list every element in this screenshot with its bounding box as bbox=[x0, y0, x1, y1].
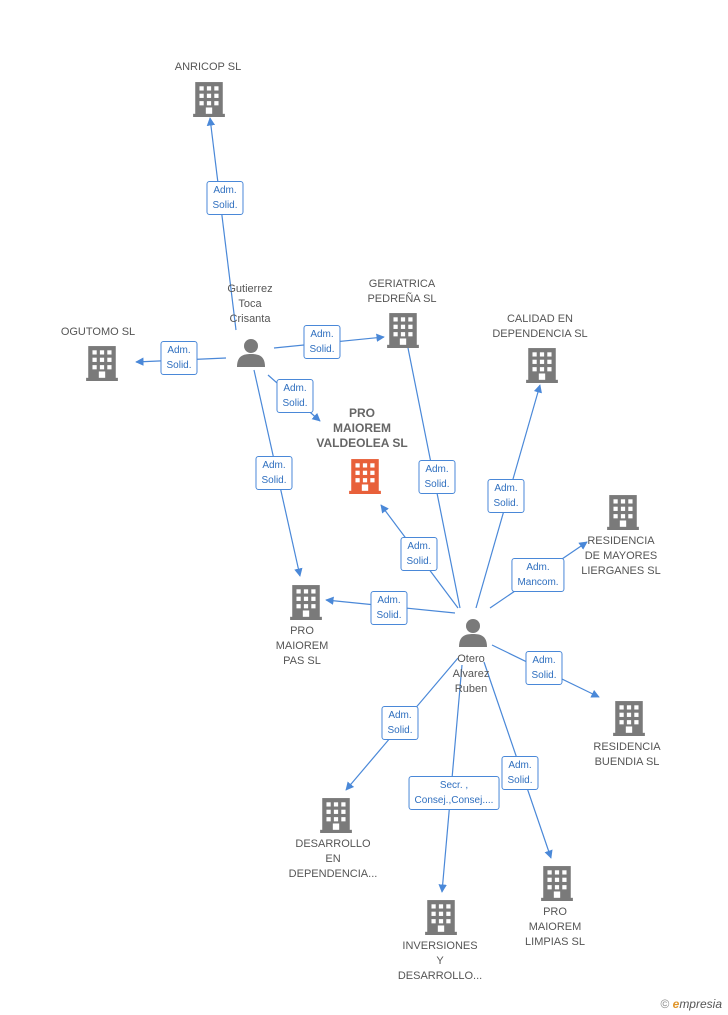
building-icon-residencia_liierganes[interactable] bbox=[607, 495, 639, 530]
building-icon-promaiorem_valdeolea[interactable] bbox=[349, 459, 381, 494]
person-icon-otero[interactable] bbox=[459, 619, 487, 647]
building-icon-inversiones[interactable] bbox=[425, 900, 457, 935]
node-label-ogutomo[interactable]: OGUTOMO SL bbox=[60, 326, 136, 338]
node-label-gutierrez[interactable]: Gutierrez Toca Crisanta bbox=[227, 283, 273, 325]
node-label-promaiorem_valdeolea[interactable]: PRO MAIOREM VALDEOLEA SL bbox=[316, 406, 408, 450]
edge-label-gutierrez-to-promaiorem_pas[interactable]: Adm. Solid. bbox=[255, 456, 293, 490]
node-label-promaiorem_pas[interactable]: PRO MAIOREM PAS SL bbox=[275, 625, 329, 667]
edge-label-otero-to-geriatrica[interactable]: Adm. Solid. bbox=[418, 460, 456, 494]
edge-label-gutierrez-to-promaiorem_valdeolea[interactable]: Adm. Solid. bbox=[276, 379, 314, 413]
edge-label-otero-to-residencia_liierganes[interactable]: Adm. Mancom. bbox=[511, 558, 565, 592]
edge-label-gutierrez-to-ogutomo[interactable]: Adm. Solid. bbox=[160, 341, 198, 375]
node-label-otero[interactable]: Otero Alvarez Ruben bbox=[452, 653, 490, 695]
node-label-desarrollo[interactable]: DESARROLLO EN DEPENDENCIA... bbox=[288, 838, 378, 880]
node-label-anricop[interactable]: ANRICOP SL bbox=[174, 61, 242, 73]
empresia-watermark: © empresia bbox=[660, 997, 722, 1011]
copyright-symbol: © bbox=[660, 997, 670, 1011]
edge-label-otero-to-residencia_buendia[interactable]: Adm. Solid. bbox=[525, 651, 563, 685]
node-label-promaiorem_limpias[interactable]: PRO MAIOREM LIMPIAS SL bbox=[525, 906, 585, 948]
edge-label-otero-to-inversiones[interactable]: Secr. , Consej.,Consej.... bbox=[408, 776, 500, 810]
building-icon-anricop[interactable] bbox=[193, 82, 225, 117]
building-icon-calidad[interactable] bbox=[526, 348, 558, 383]
person-icon-gutierrez[interactable] bbox=[237, 339, 265, 367]
edge-gutierrez-to-anricop bbox=[206, 117, 237, 331]
building-icon-promaiorem_limpias[interactable] bbox=[541, 866, 573, 901]
building-icon-residencia_buendia[interactable] bbox=[613, 701, 645, 736]
node-label-inversiones[interactable]: INVERSIONES Y DESARROLLO... bbox=[397, 940, 483, 982]
building-icon-desarrollo[interactable] bbox=[320, 798, 352, 833]
brand-logo-e: e bbox=[672, 997, 680, 1011]
building-icon-promaiorem_pas[interactable] bbox=[290, 585, 322, 620]
building-icon-geriatrica[interactable] bbox=[387, 313, 419, 348]
building-icon-ogutomo[interactable] bbox=[86, 346, 118, 381]
edge-label-otero-to-desarrollo[interactable]: Adm. Solid. bbox=[381, 706, 419, 740]
edge-label-otero-to-calidad[interactable]: Adm. Solid. bbox=[487, 479, 525, 513]
node-label-calidad[interactable]: CALIDAD EN DEPENDENCIA SL bbox=[492, 313, 588, 340]
node-label-geriatrica[interactable]: GERIATRICA PEDREÑA SL bbox=[367, 278, 437, 305]
node-label-residencia_liierganes[interactable]: RESIDENCIA DE MAYORES LIERGANES SL bbox=[581, 535, 661, 577]
edge-label-otero-to-promaiorem_valdeolea[interactable]: Adm. Solid. bbox=[400, 537, 438, 571]
edge-label-otero-to-promaiorem_limpias[interactable]: Adm. Solid. bbox=[501, 756, 539, 790]
brand-logo-text: mpresia bbox=[679, 997, 722, 1011]
edge-label-gutierrez-to-anricop[interactable]: Adm. Solid. bbox=[206, 181, 244, 215]
edge-label-gutierrez-to-geriatrica[interactable]: Adm. Solid. bbox=[303, 325, 341, 359]
node-label-residencia_buendia[interactable]: RESIDENCIA BUENDIA SL bbox=[593, 741, 661, 768]
edge-label-otero-to-promaiorem_pas[interactable]: Adm. Solid. bbox=[370, 591, 408, 625]
